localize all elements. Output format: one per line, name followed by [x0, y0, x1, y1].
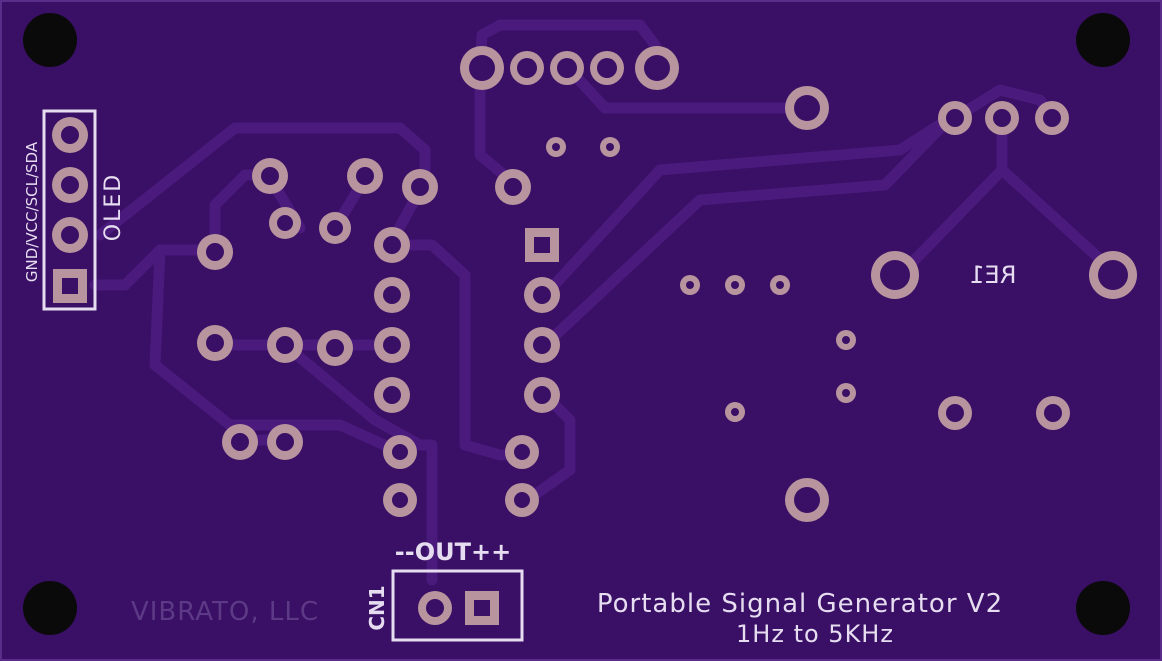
board-subtitle: 1Hz to 5KHz	[736, 620, 894, 648]
cn1-outline	[391, 569, 524, 642]
trace	[474, 64, 516, 186]
trace	[384, 239, 526, 461]
mounting-hole	[23, 13, 77, 67]
output-polarity-label: --OUT++	[395, 538, 511, 566]
mounting-holes	[23, 13, 1130, 635]
silkscreen-outlines	[42, 109, 524, 642]
mounting-hole	[1076, 581, 1130, 635]
oled-label: OLED	[101, 173, 126, 241]
trace	[539, 112, 956, 301]
oled-pin-label: GND/VCC/SCL/SDA	[23, 141, 41, 282]
trace	[539, 112, 956, 351]
company-watermark: VIBRATO, LLC	[131, 597, 319, 627]
board-title: Portable Signal Generator V2	[597, 589, 1003, 619]
trace	[514, 389, 576, 511]
trace	[996, 164, 1118, 276]
drill-holes	[61, 55, 1128, 617]
encoder-label: RE1	[969, 261, 1016, 289]
trace	[279, 339, 438, 586]
trace	[149, 244, 406, 458]
mounting-hole	[23, 581, 77, 635]
cn1-label: CN1	[365, 585, 389, 630]
mounting-hole	[1076, 13, 1130, 67]
trace	[564, 64, 811, 114]
oled-header-outline	[42, 109, 97, 311]
trace	[94, 122, 431, 241]
